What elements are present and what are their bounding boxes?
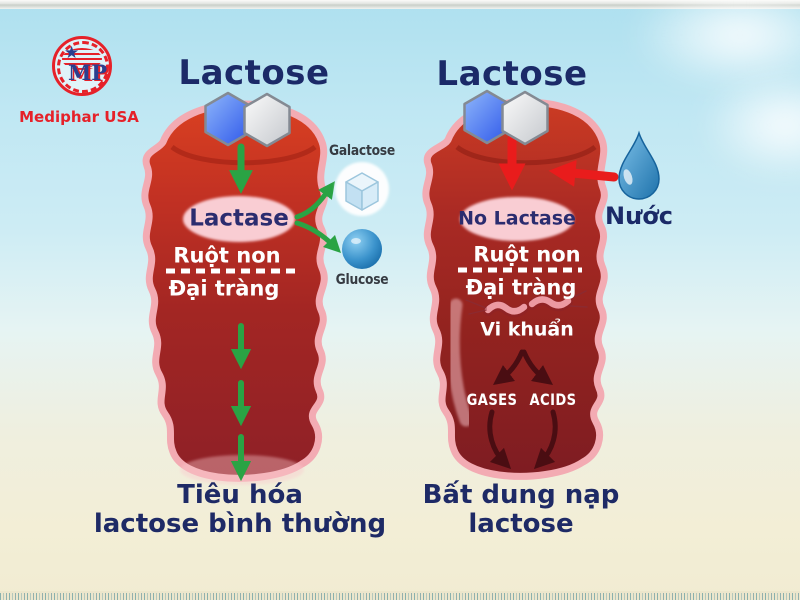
logo-stripes [62, 48, 102, 70]
lactase-oval [183, 196, 295, 242]
left-small-intestine-label: Ruột non [173, 243, 281, 268]
right-small-intestine-label: Ruột non [473, 242, 581, 267]
water-label: Nước [605, 202, 673, 230]
acids-label: ACIDS [529, 390, 577, 409]
right-intestine-shape [422, 98, 608, 480]
left-caption-line2: lactose bình thường [93, 509, 387, 539]
left-large-intestine-label: Đại tràng [168, 276, 280, 301]
glucose-label: Glucose [335, 272, 389, 288]
bottom-border-strip [0, 591, 800, 600]
glucose-sphere-icon [342, 229, 382, 269]
logo-monogram: MP [68, 60, 108, 85]
left-title: Lactose [178, 53, 330, 93]
galactose-cube-icon [335, 162, 389, 216]
mediphar-logo: ★ MP Mediphar USA [19, 30, 150, 126]
green-flow-arrows [229, 143, 342, 482]
bacteria-icon [465, 290, 588, 318]
star-icon: ★ [64, 43, 80, 63]
gases-label: GASES [466, 390, 518, 409]
dark-gas-acid-arrows [487, 349, 558, 470]
no-lactase-oval [460, 197, 574, 241]
no-lactase-label: No Lactase [458, 207, 576, 230]
galactose-label: Galactose [329, 143, 395, 159]
right-large-intestine-label: Đại tràng [465, 275, 577, 300]
lactose-molecule-icon [204, 91, 291, 148]
logo-brand-text: Mediphar USA [19, 108, 139, 126]
right-caption-line1: Bất dung nạp [422, 480, 620, 510]
lactose-molecule-icon [463, 89, 549, 146]
bacteria-label: Vi khuẩn [480, 318, 574, 341]
right-title: Lactose [436, 54, 588, 94]
lactase-label: Lactase [189, 205, 289, 232]
top-border-strip [0, 0, 800, 9]
bottom-watermark-noise [0, 593, 800, 600]
water-drop-icon [618, 130, 660, 200]
left-caption-line1: Tiêu hóa [177, 480, 303, 510]
red-flow-arrows [498, 134, 619, 191]
logo-tick-ring [57, 41, 109, 93]
right-caption-line2: lactose [468, 509, 574, 539]
